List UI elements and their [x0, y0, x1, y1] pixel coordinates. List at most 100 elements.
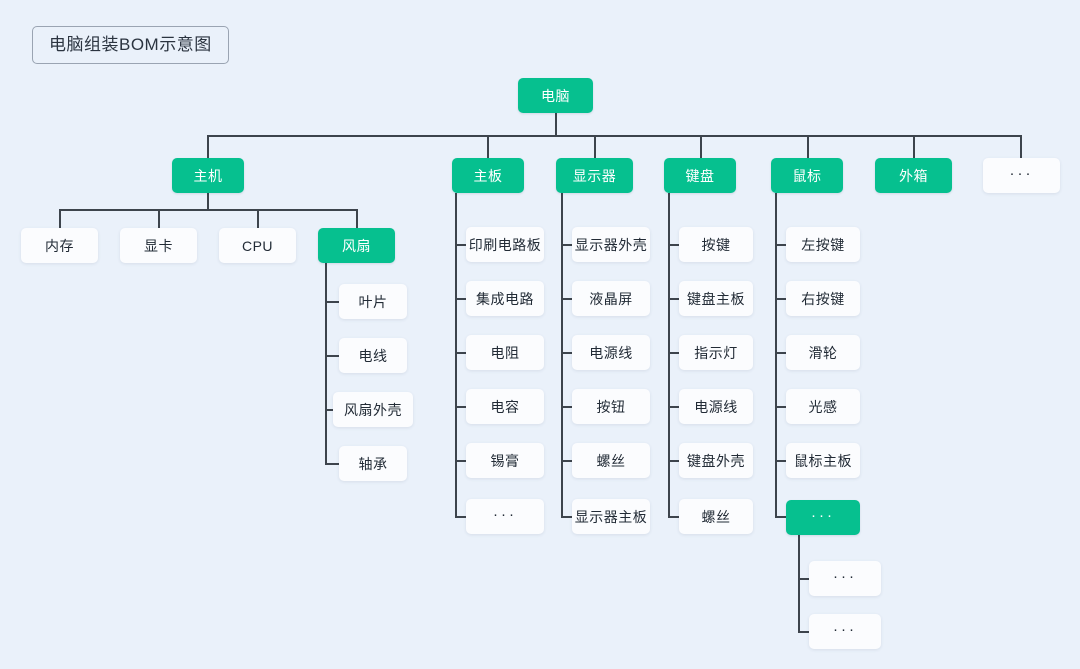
connector-host-child-3 — [356, 209, 358, 228]
connector-mainboard-stub-2 — [455, 352, 467, 354]
node-label: 显示器外壳 — [574, 236, 648, 253]
node-keyboard-child-powercord[interactable]: 电源线 — [679, 389, 753, 424]
connector-keyboard-stub-2 — [668, 352, 680, 354]
connector-keyboard-stub-5 — [668, 516, 680, 518]
node-label: 显卡 — [144, 237, 173, 254]
connector-mainboard-stub-3 — [455, 406, 467, 408]
connector-mainboard-stub-0 — [455, 244, 467, 246]
node-label: 按钮 — [596, 398, 626, 415]
connector-fan-stub-3 — [325, 463, 339, 465]
node-keyboard-child-board[interactable]: 键盘主板 — [679, 281, 753, 316]
node-host-child-cpu[interactable]: CPU — [219, 228, 296, 263]
node-label: 风扇 — [342, 237, 371, 254]
node-mainboard-child-ic[interactable]: 集成电路 — [466, 281, 544, 316]
connector-level2-6 — [1020, 135, 1022, 158]
node-mouse-child-board[interactable]: 鼠标主板 — [786, 443, 860, 478]
node-label: 内存 — [45, 237, 74, 254]
connector-mouse-stub-5 — [775, 516, 787, 518]
node-mouse-child-leftbutton[interactable]: 左按键 — [786, 227, 860, 262]
node-case[interactable]: 外箱 — [875, 158, 952, 193]
node-mainboard-child-capacitor[interactable]: 电容 — [466, 389, 544, 424]
node-monitor-child-button[interactable]: 按钮 — [572, 389, 650, 424]
node-keyboard-child-key[interactable]: 按键 — [679, 227, 753, 262]
node-label: 右按键 — [801, 290, 845, 307]
connector-mousemore-spine — [798, 535, 800, 633]
node-label: 外箱 — [899, 167, 928, 184]
node-label: 印刷电路板 — [468, 236, 542, 253]
connector-mouse-stub-4 — [775, 460, 787, 462]
connector-monitor-stub-1 — [561, 298, 573, 300]
node-keyboard[interactable]: 键盘 — [664, 158, 736, 193]
node-host-child-memory[interactable]: 内存 — [21, 228, 98, 263]
node-fan-child-bearing[interactable]: 轴承 — [339, 446, 407, 481]
node-label: 键盘主板 — [687, 290, 745, 307]
node-root[interactable]: 电脑 — [518, 78, 593, 113]
connector-mainboard-spine — [455, 193, 457, 518]
node-label: 螺丝 — [701, 508, 731, 525]
connector-level2-3 — [700, 135, 702, 158]
node-mouse-more-child-0[interactable]: ··· — [809, 561, 881, 596]
node-mainboard-child-pcb[interactable]: 印刷电路板 — [466, 227, 544, 262]
connector-level2-bus — [207, 135, 1022, 137]
node-mouse-child-sensor[interactable]: 光感 — [786, 389, 860, 424]
ellipsis-icon: ··· — [1009, 165, 1034, 182]
connector-keyboard-stub-1 — [668, 298, 680, 300]
ellipsis-icon: ··· — [811, 507, 835, 524]
node-label: 轴承 — [358, 455, 388, 472]
connector-fan-stub-1 — [325, 355, 339, 357]
connector-monitor-stub-0 — [561, 244, 573, 246]
node-host-child-gpu[interactable]: 显卡 — [120, 228, 197, 263]
connector-host-child-0 — [59, 209, 61, 228]
node-monitor-child-lcd[interactable]: 液晶屏 — [572, 281, 650, 316]
node-keyboard-child-shell[interactable]: 键盘外壳 — [679, 443, 753, 478]
node-label: 显示器主板 — [574, 508, 648, 525]
connector-mouse-stub-2 — [775, 352, 787, 354]
node-label: 锡膏 — [490, 452, 520, 469]
connector-monitor-stub-3 — [561, 406, 573, 408]
node-monitor-child-shell[interactable]: 显示器外壳 — [572, 227, 650, 262]
node-host-child-fan[interactable]: 风扇 — [318, 228, 395, 263]
node-mouse-child-rightbutton[interactable]: 右按键 — [786, 281, 860, 316]
node-mouse[interactable]: 鼠标 — [771, 158, 843, 193]
connector-keyboard-stub-0 — [668, 244, 680, 246]
node-label: 键盘外壳 — [687, 452, 745, 469]
node-label: 液晶屏 — [589, 290, 633, 307]
connector-level2-2 — [594, 135, 596, 158]
node-mouse-more-child-1[interactable]: ··· — [809, 614, 881, 649]
node-fan-child-blade[interactable]: 叶片 — [339, 284, 407, 319]
node-keyboard-child-screw[interactable]: 螺丝 — [679, 499, 753, 534]
connector-mainboard-stub-4 — [455, 460, 467, 462]
node-mainboard-child-resistor[interactable]: 电阻 — [466, 335, 544, 370]
node-keyboard-child-led[interactable]: 指示灯 — [679, 335, 753, 370]
connector-host-child-1 — [158, 209, 160, 228]
node-monitor-child-screw[interactable]: 螺丝 — [572, 443, 650, 478]
node-label: 叶片 — [358, 293, 388, 310]
node-mouse-child-wheel[interactable]: 滑轮 — [786, 335, 860, 370]
node-label: 电脑 — [541, 87, 570, 104]
node-host[interactable]: 主机 — [172, 158, 244, 193]
connector-level2-0 — [207, 135, 209, 158]
node-label: 显示器 — [572, 167, 617, 184]
node-fan-child-wire[interactable]: 电线 — [339, 338, 407, 373]
node-mainboard-child-solder[interactable]: 锡膏 — [466, 443, 544, 478]
node-monitor-child-powercord[interactable]: 电源线 — [572, 335, 650, 370]
node-mainboard[interactable]: 主板 — [452, 158, 524, 193]
connector-monitor-stub-2 — [561, 352, 573, 354]
node-label: 键盘 — [685, 167, 715, 184]
connector-keyboard-spine — [668, 193, 670, 518]
node-monitor[interactable]: 显示器 — [556, 158, 633, 193]
node-label: 主板 — [473, 167, 503, 184]
connector-host-down — [207, 193, 209, 210]
page-title: 电脑组装BOM示意图 — [32, 26, 229, 64]
node-level2-more[interactable]: ··· — [983, 158, 1060, 193]
node-label: 主机 — [193, 167, 223, 184]
node-mouse-child-more[interactable]: ··· — [786, 500, 860, 535]
node-mainboard-child-more[interactable]: ··· — [466, 499, 544, 534]
node-label: 鼠标主板 — [794, 452, 852, 469]
node-monitor-child-board[interactable]: 显示器主板 — [572, 499, 650, 534]
node-label: 电容 — [490, 398, 520, 415]
connector-fan-spine — [325, 262, 327, 465]
connector-host-child-2 — [257, 209, 259, 228]
node-fan-child-shell[interactable]: 风扇外壳 — [333, 392, 413, 427]
